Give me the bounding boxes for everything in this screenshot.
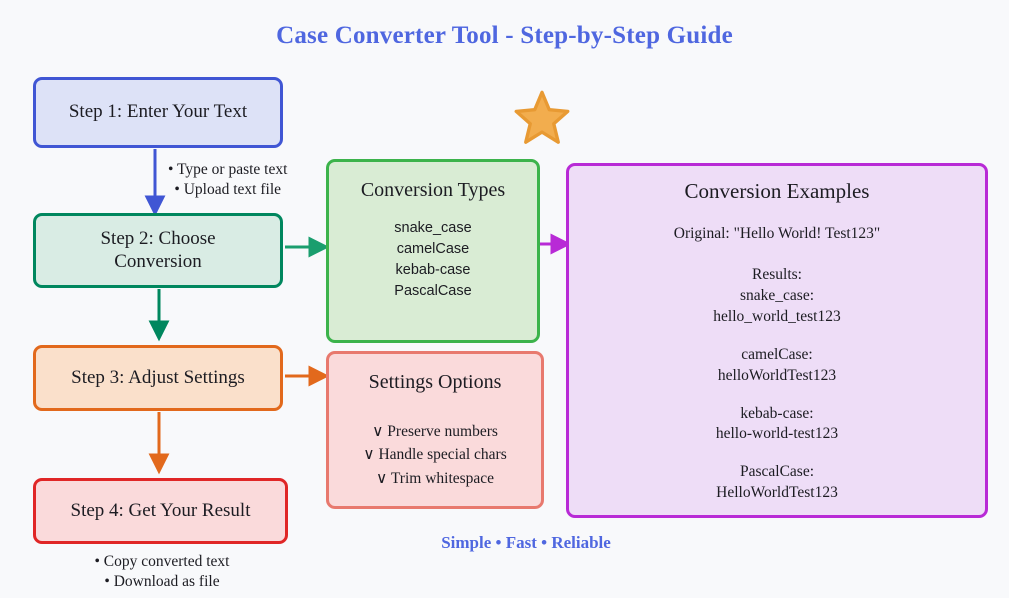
example-case-value: hello-world-test123 [715, 425, 839, 443]
example-case-value: HelloWorldTest123 [716, 484, 838, 502]
conversion-examples-title: Conversion Examples [684, 179, 870, 203]
example-case-label: snake_case: [739, 286, 815, 304]
example-result: kebab-case: hello-world-test123 [674, 404, 881, 446]
example-case-label: PascalCase: [739, 463, 815, 481]
conversion-type-item: camelCase [396, 241, 470, 258]
star-icon [514, 90, 570, 144]
step-3-label: Step 3: Adjust Settings [71, 366, 245, 388]
conversion-type-item: kebab-case [395, 262, 471, 279]
example-result: snake_case: hello_world_test123 [674, 286, 881, 328]
settings-option-item[interactable]: ∨ Preserve numbers [372, 423, 498, 440]
node-step-2[interactable]: Step 2: Choose Conversion [33, 213, 283, 288]
step-1-note: • Type or paste text • Upload text file [168, 161, 288, 199]
example-result: PascalCase: HelloWorldTest123 [674, 462, 881, 504]
node-step-4[interactable]: Step 4: Get Your Result [33, 478, 288, 544]
page-title: Case Converter Tool - Step-by-Step Guide [276, 22, 733, 49]
example-case-label: camelCase: [741, 345, 813, 363]
step-1-label: Step 1: Enter Your Text [68, 101, 248, 123]
example-case-value: helloWorldTest123 [717, 366, 837, 384]
node-step-1[interactable]: Step 1: Enter Your Text [33, 77, 283, 148]
footer-tagline: Simple • Fast • Reliable [441, 533, 611, 552]
settings-option-item[interactable]: ∨ Handle special chars [363, 446, 507, 464]
conversion-type-item: PascalCase [394, 283, 472, 300]
conversion-types-title: Conversion Types [360, 179, 506, 201]
example-case-value: hello_world_test123 [713, 307, 841, 325]
conversion-type-item: snake_case [394, 220, 472, 236]
example-original: Original: "Hello World! Test123" [673, 225, 881, 242]
example-results-label: Results: [752, 265, 802, 283]
panel-conversion-examples[interactable]: Conversion Examples Original: "Hello Wor… [566, 163, 988, 518]
step-4-note: • Copy converted text • Download as file [94, 553, 230, 591]
settings-option-item[interactable]: ∨ Trim whitespace [375, 469, 495, 487]
node-step-3[interactable]: Step 3: Adjust Settings [33, 345, 283, 411]
step-2-label: Step 2: Choose Conversion [100, 228, 216, 272]
panel-settings-options[interactable]: Settings Options ∨ Preserve numbers ∨ Ha… [326, 351, 544, 509]
example-case-label: kebab-case: [740, 404, 814, 422]
conversion-examples-body: Original: "Hello World! Test123" Results… [674, 224, 881, 521]
conversion-types-list: snake_case camelCase kebab-case PascalCa… [394, 218, 471, 302]
panel-conversion-types[interactable]: Conversion Types snake_case camelCase ke… [326, 159, 540, 343]
step-4-label: Step 4: Get Your Result [70, 499, 251, 521]
settings-options-title: Settings Options [368, 371, 502, 393]
settings-options-list: ∨ Preserve numbers ∨ Handle special char… [363, 420, 506, 490]
example-result: camelCase: helloWorldTest123 [674, 345, 881, 387]
